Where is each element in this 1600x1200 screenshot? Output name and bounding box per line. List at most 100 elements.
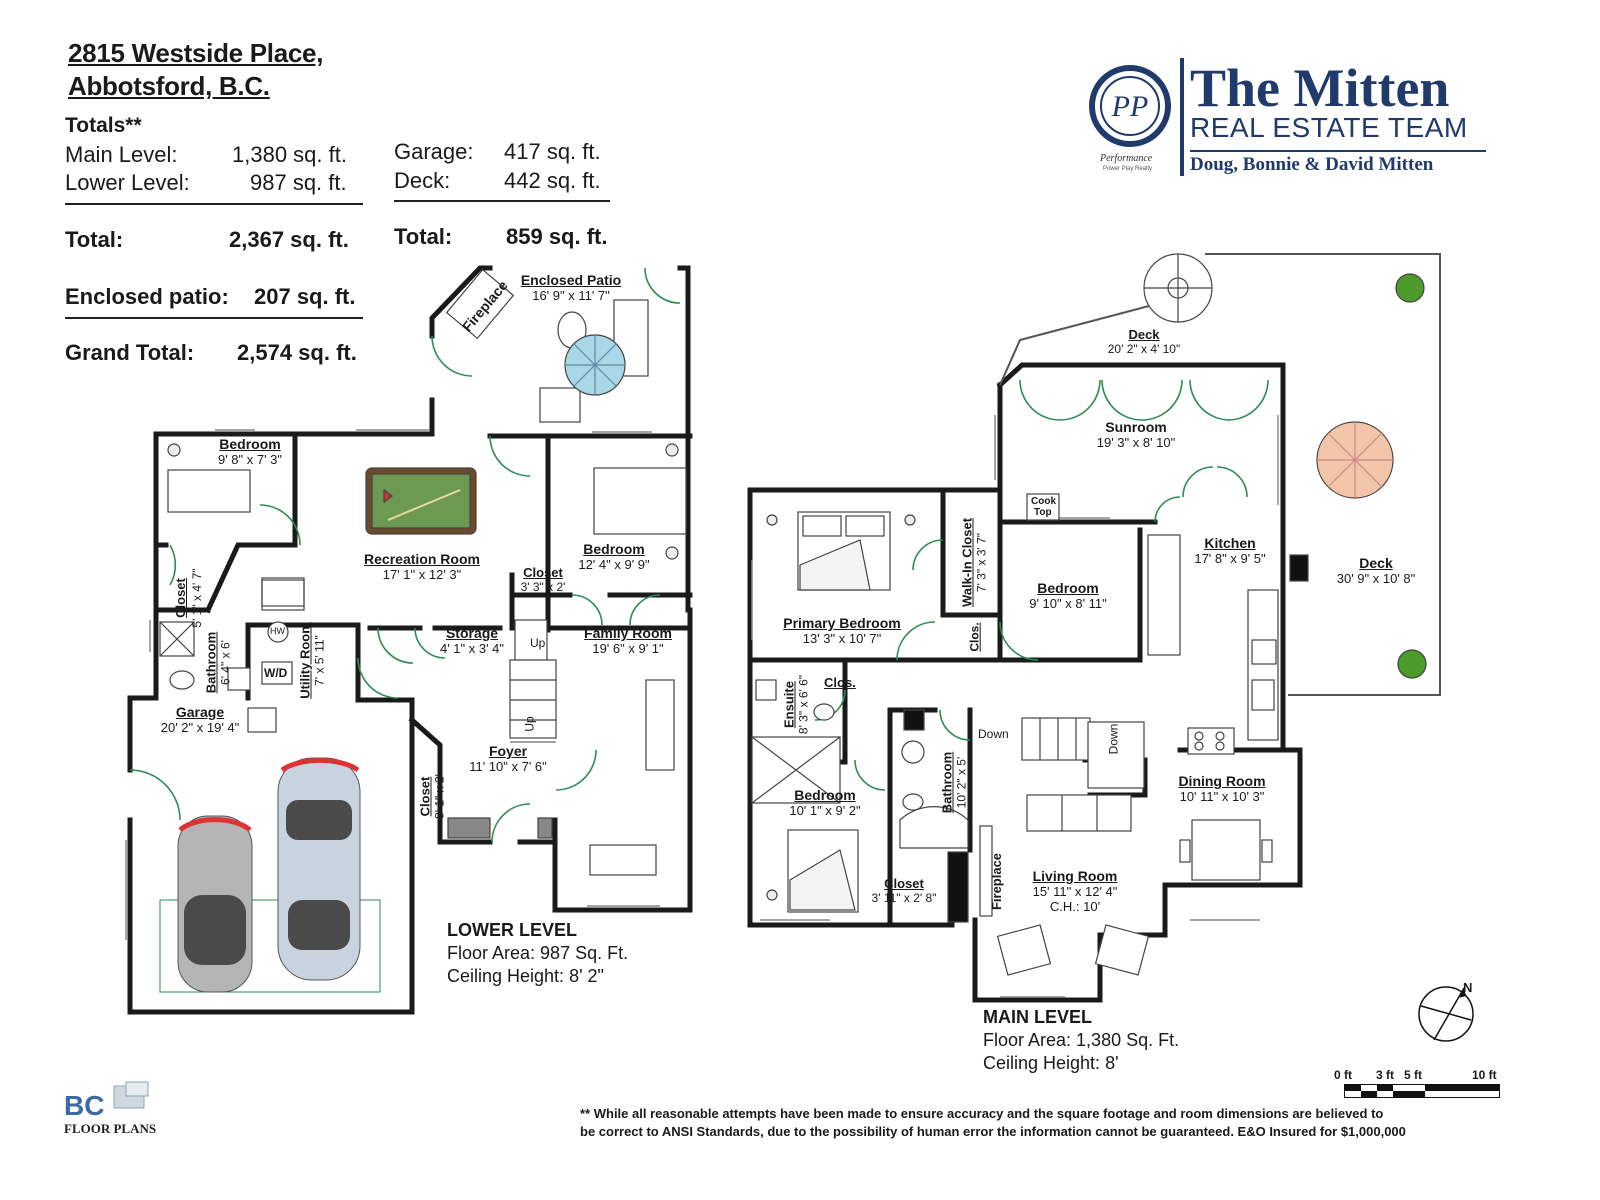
room-dim: 15' 11" x 12' 4": [1032, 884, 1118, 899]
scale-label-0: 0 ft: [1334, 1068, 1352, 1082]
room-name: Bedroom: [219, 436, 281, 452]
lower-level-value: 987 sq. ft.: [250, 170, 347, 195]
bc-floor-plans-logo: [64, 1080, 174, 1140]
lower-level-label: Lower Level:: [65, 170, 190, 195]
room-dim: 9' 10" x 8' 11": [1029, 596, 1107, 611]
deck-label: Deck:: [394, 168, 451, 193]
lower-level-area: Floor Area: 987 Sq. Ft.: [447, 943, 629, 963]
room-name: Foyer: [488, 743, 528, 759]
room-name: Bathroom: [203, 631, 219, 694]
room-primary-bedroom: Primary Bedroom 13' 3" x 10' 7": [778, 615, 906, 646]
room-name: Primary Bedroom: [783, 615, 901, 631]
room-name: Closet: [523, 565, 563, 580]
brand-subtitle: REAL ESTATE TEAM: [1190, 112, 1468, 143]
stairs-up-label-1: Up: [530, 636, 546, 650]
brand-names: Doug, Bonnie & David Mitten: [1190, 154, 1434, 175]
room-walk-in-closet: Walk-In Closet 7' 3" x 3' 7": [960, 513, 989, 613]
room-bathroom-lower: Bathroom 6' 4" x 6': [204, 613, 233, 713]
room-name: Closet: [173, 578, 188, 618]
patio-label: Enclosed patio:: [65, 284, 229, 309]
room-dim: 8' 1" x 2': [432, 774, 447, 819]
total-value: 2,367 sq. ft.: [229, 227, 349, 252]
totals-rule-2: [394, 200, 610, 202]
wd-label: W/D: [264, 666, 288, 680]
room-dim: 7' 3" x 3' 7": [974, 532, 989, 593]
brand-title: The Mitten: [1190, 58, 1450, 118]
disclaimer-line-2: be correct to ANSI Standards, due to the…: [580, 1124, 1406, 1139]
room-dim: 9' 8" x 7' 3": [217, 452, 283, 467]
room-bedroom-main-1: Bedroom 9' 10" x 8' 11": [1018, 580, 1118, 611]
totals-heading: Totals**: [65, 114, 142, 137]
car-icons: [177, 757, 361, 993]
totals-rule-3: [65, 317, 363, 319]
room-bedroom-lower-2: Bedroom 12' 4" x 9' 9": [568, 541, 660, 572]
scale-bar: [1344, 1084, 1500, 1098]
room-dim: 16' 9" x 11' 7": [532, 288, 610, 303]
room-kitchen: Kitchen 17' 8" x 9' 5": [1182, 535, 1278, 566]
room-dim: 19' 6" x 9' 1": [592, 641, 664, 656]
room-dim: 17' 8" x 9' 5": [1194, 551, 1266, 566]
address-line-2: Abbotsford, B.C.: [68, 71, 270, 101]
svg-text:PP: PP: [1111, 90, 1149, 123]
room-closet-lower-2: Closet 5' 1" x 4' 7": [172, 538, 204, 658]
room-enclosed-patio: Enclosed Patio 16' 9" x 11' 7": [518, 272, 624, 303]
room-dim: 30' 9" x 10' 8": [1336, 571, 1416, 586]
room-name: Bathroom: [939, 751, 955, 814]
stairs-down-label-2: Down: [1106, 723, 1121, 755]
room-name: Recreation Room: [364, 551, 480, 567]
room-dining: Dining Room 10' 11" x 10' 3": [1170, 773, 1274, 804]
totals-rule-1: [65, 203, 363, 205]
room-dim: 20' 2" x 19' 4": [160, 720, 240, 735]
room-utility: Utility Room 7' x 5' 11": [298, 611, 327, 711]
room-closet-lower-1: Closet 3' 3" x 2': [514, 565, 572, 594]
fireplace-label: Fireplace: [458, 277, 511, 335]
room-dim: 6' 4" x 6': [218, 640, 233, 685]
hw-label: HW: [270, 626, 285, 636]
room-name: Closet: [884, 876, 924, 891]
room-dim: 3' 3" x 2': [520, 580, 566, 594]
total2-value: 859 sq. ft.: [506, 224, 608, 249]
room-bathroom-main: Bathroom 10' 2" x 5': [940, 733, 969, 833]
room-deck-upper: Deck 20' 2" x 4' 10": [1094, 327, 1194, 356]
room-name: Bedroom: [1037, 580, 1099, 596]
room-name: Utility Room: [297, 622, 313, 699]
room-storage: Storage 4' 1" x 3' 4": [424, 625, 520, 656]
room-closet-lower-3: Closet 8' 1" x 2': [418, 757, 447, 837]
fireplace-label-main: Fireplace: [989, 852, 1005, 911]
room-name: Closet: [417, 776, 433, 817]
room-dim: 8' 3" x 6' 6": [796, 674, 811, 735]
room-deck-side: Deck 30' 9" x 10' 8": [1326, 555, 1426, 586]
room-family: Family Room 19' 6" x 9' 1": [578, 625, 678, 656]
room-living: Living Room 15' 11" x 12' 4" C.H.: 10': [1022, 868, 1128, 914]
room-clos-1: Clos.: [967, 622, 982, 652]
room-dim: 11' 10" x 7' 6": [469, 759, 547, 774]
room-name: Family Room: [584, 625, 672, 641]
scale-label-5: 5 ft: [1404, 1068, 1422, 1082]
room-name: Enclosed Patio: [520, 272, 622, 288]
north-label: N: [1463, 980, 1473, 995]
main-level-label: Main Level:: [65, 142, 178, 167]
room-name: Living Room: [1032, 868, 1118, 884]
north-arrow-icon: [1416, 984, 1476, 1044]
brand-rule: [1190, 150, 1486, 152]
room-dim: 10' 11" x 10' 3": [1179, 789, 1265, 804]
room-name: Garage: [175, 704, 225, 720]
room-dim: 5' 1" x 4' 7": [190, 568, 204, 628]
logo-caption-2: Power Play Realty: [1103, 166, 1153, 172]
floor-plans-logo-text: FLOOR PLANS: [64, 1121, 157, 1136]
room-closet-main: Closet 3' 11" x 2' 8": [864, 876, 944, 905]
patio-value: 207 sq. ft.: [254, 284, 356, 309]
main-level-ceiling: Ceiling Height: 8': [983, 1053, 1119, 1073]
room-recreation: Recreation Room 17' 1" x 12' 3": [362, 551, 482, 582]
room-bedroom-lower-1: Bedroom 9' 8" x 7' 3": [205, 436, 295, 467]
room-name: Bedroom: [794, 787, 856, 803]
cooktop-label-1: Cook: [1031, 496, 1056, 507]
garage-value: 417 sq. ft.: [504, 139, 601, 164]
deck-outline: [999, 253, 1441, 696]
total2-label: Total:: [394, 224, 453, 249]
garage-label: Garage:: [394, 139, 474, 164]
room-foyer: Foyer 11' 10" x 7' 6": [458, 743, 558, 774]
room-name: Deck: [1128, 327, 1160, 342]
room-name: Bedroom: [583, 541, 645, 557]
room-dim: 10' 1" x 9' 2": [789, 803, 861, 818]
